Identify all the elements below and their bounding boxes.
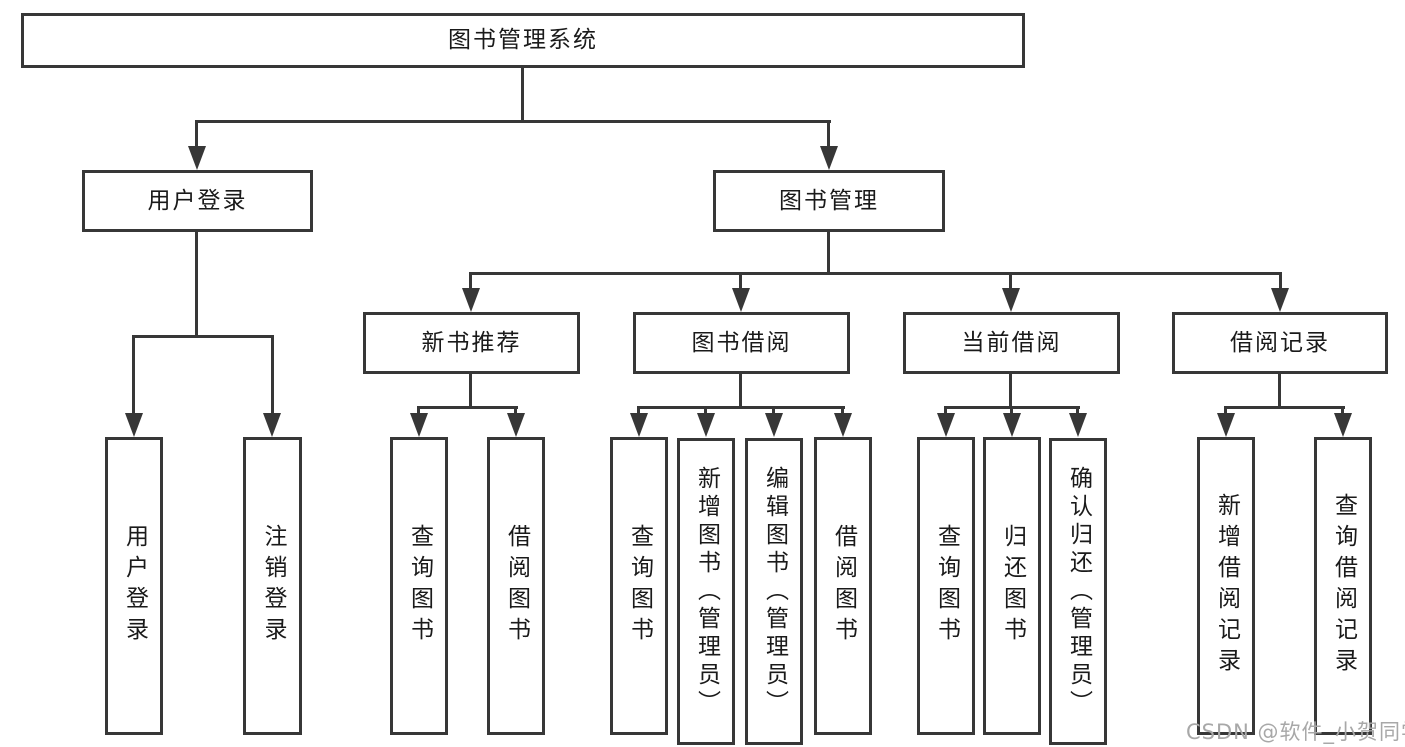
connector-root-stem [521, 68, 524, 123]
leaf-cb-query-books: 查询图书 [917, 437, 975, 735]
leaf-cb-confirm-return-admin: 确认归还（管理员） [1049, 438, 1107, 745]
arrowhead-br-add [1217, 413, 1235, 437]
connector-book-borrow-hline [638, 406, 845, 409]
node-user-login: 用户登录 [82, 170, 313, 232]
arrowhead-current-borrow [1002, 288, 1020, 312]
connector-drop-bb-borrow [841, 406, 844, 417]
leaf-logout: 注销登录 [243, 437, 302, 735]
connector-root-hline [196, 120, 831, 123]
connector-drop-book-mgmt [827, 120, 830, 150]
node-book-mgmt: 图书管理 [713, 170, 945, 232]
arrowhead-bb-borrow [834, 413, 852, 437]
leaf-user-login: 用户登录 [105, 437, 163, 735]
connector-drop-leaf-user-login [132, 335, 135, 417]
connector-current-borrow-stem [1009, 374, 1012, 409]
arrowhead-bb-add [697, 413, 715, 437]
connector-drop-borrow-records [1279, 272, 1282, 292]
connector-drop-current-borrow [1009, 272, 1012, 292]
leaf-nb-query-books: 查询图书 [390, 437, 448, 735]
leaf-br-add-record: 新增借阅记录 [1197, 437, 1255, 735]
node-borrow-records: 借阅记录 [1172, 312, 1388, 374]
node-root: 图书管理系统 [21, 13, 1025, 68]
arrowhead-bb-edit [765, 413, 783, 437]
node-new-book-rec: 新书推荐 [363, 312, 580, 374]
connector-drop-cb-confirm [1076, 406, 1079, 417]
connector-new-book-rec-stem [469, 374, 472, 409]
connector-drop-cb-return [1010, 406, 1013, 417]
arrowhead-borrow-records [1271, 288, 1289, 312]
leaf-br-query-record: 查询借阅记录 [1314, 437, 1372, 735]
arrowhead-leaf-user-login [125, 413, 143, 437]
connector-drop-user-login [195, 120, 198, 150]
arrowhead-cb-confirm [1069, 413, 1087, 437]
arrowhead-cb-query [937, 413, 955, 437]
connector-book-borrow-stem [739, 374, 742, 409]
connector-drop-br-query [1341, 406, 1344, 417]
arrowhead-br-query [1334, 413, 1352, 437]
arrowhead-cb-return [1003, 413, 1021, 437]
connector-user-login-stem [195, 232, 198, 338]
arrowhead-nb-borrow [507, 413, 525, 437]
connector-new-book-rec-hline [418, 406, 518, 409]
connector-user-login-hline [133, 335, 274, 338]
connector-drop-bb-query [637, 406, 640, 417]
connector-borrow-records-hline [1225, 406, 1345, 409]
connector-borrow-records-stem [1278, 374, 1281, 409]
arrowhead-leaf-logout [263, 413, 281, 437]
leaf-cb-return-books: 归还图书 [983, 437, 1041, 735]
connector-book-mgmt-stem [827, 232, 830, 275]
node-current-borrow: 当前借阅 [903, 312, 1120, 374]
connector-drop-new-book-rec [469, 272, 472, 292]
arrowhead-book-mgmt [820, 146, 838, 170]
arrowhead-book-borrow [732, 288, 750, 312]
leaf-bb-add-books-admin: 新增图书（管理员） [677, 438, 735, 745]
connector-drop-leaf-logout [271, 335, 274, 417]
csdn-watermark: CSDN @软件_小贺同学 [1186, 720, 1405, 744]
leaf-nb-borrow-books: 借阅图书 [487, 437, 545, 735]
leaf-bb-query-books: 查询图书 [610, 437, 668, 735]
connector-drop-cb-query [944, 406, 947, 417]
connector-drop-bb-edit [772, 406, 775, 417]
connector-drop-nb-borrow [514, 406, 517, 417]
leaf-bb-borrow-books: 借阅图书 [814, 437, 872, 735]
connector-drop-br-add [1224, 406, 1227, 417]
connector-drop-bb-add [704, 406, 707, 417]
arrowhead-bb-query [630, 413, 648, 437]
connector-drop-nb-query [417, 406, 420, 417]
leaf-bb-edit-books-admin: 编辑图书（管理员） [745, 438, 803, 745]
connector-book-mgmt-hline [470, 272, 1282, 275]
connector-drop-book-borrow [739, 272, 742, 292]
arrowhead-nb-query [410, 413, 428, 437]
node-book-borrow: 图书借阅 [633, 312, 850, 374]
arrowhead-new-book-rec [462, 288, 480, 312]
arrowhead-user-login [188, 146, 206, 170]
